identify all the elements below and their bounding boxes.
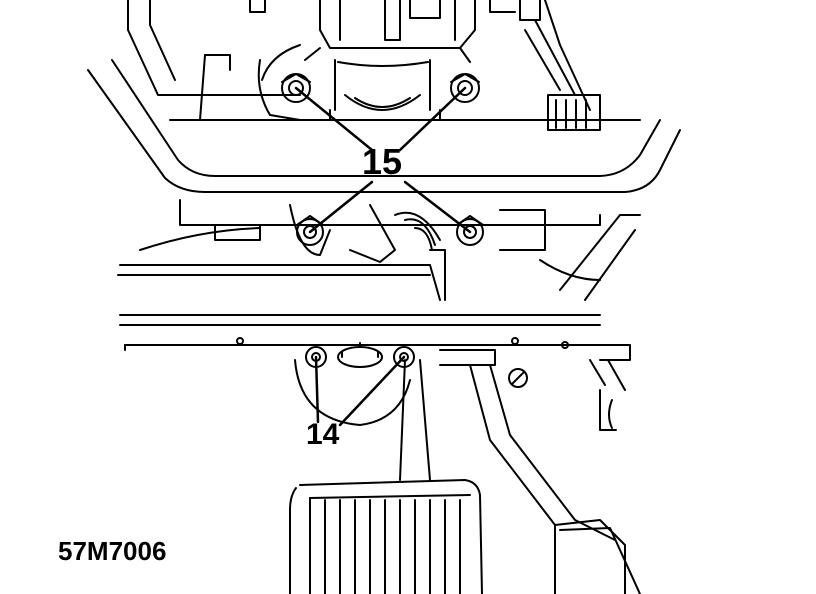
steering-column-upper — [127, 0, 601, 131]
figure-reference-code: 57M7006 — [58, 536, 167, 566]
brake-booster — [294, 342, 411, 426]
pedal-arms — [399, 349, 626, 594]
middle-right-bolt — [456, 215, 484, 246]
brake-pedal-pad — [289, 479, 483, 594]
middle-left-bolt — [296, 215, 324, 246]
dash-panel — [87, 59, 681, 193]
callout-14-leaders — [314, 355, 406, 427]
upper-right-bolt — [450, 73, 480, 103]
accelerator-pedal — [559, 527, 641, 594]
pedal-box-housing — [117, 199, 641, 431]
callout-label-14: 14 — [306, 418, 340, 451]
upper-left-bolt — [281, 73, 311, 103]
callout-15-leaders — [294, 86, 472, 234]
callout-label-15: 15 — [362, 141, 403, 182]
